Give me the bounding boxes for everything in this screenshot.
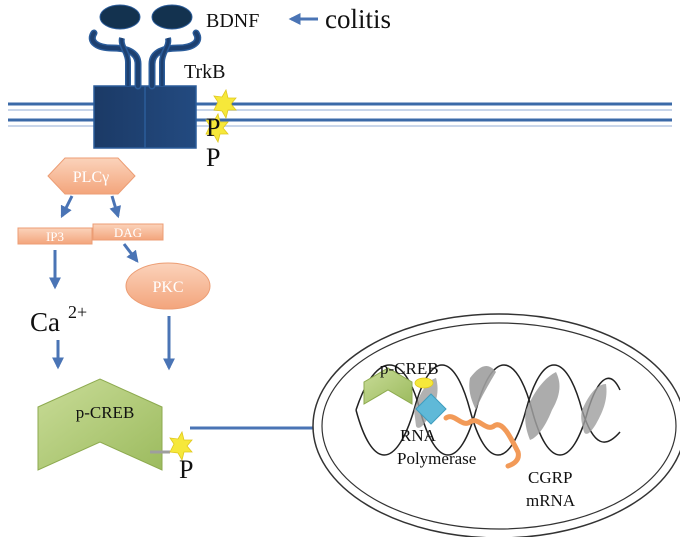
rna-label: RNA [400, 426, 437, 445]
arrow-plc-ip3 [60, 195, 74, 219]
pkc-node: PKC [125, 262, 211, 310]
bdnf-ligand-left [99, 4, 141, 30]
ca-superscript: 2+ [68, 302, 87, 322]
colitis-label: colitis [325, 4, 391, 34]
ca-label: Ca [30, 307, 60, 337]
plc-label: PLCγ [73, 169, 109, 186]
rna-polymerase [415, 393, 447, 425]
phospho-label-1: P [206, 113, 220, 142]
phospho-burst-receptor-2 [205, 112, 229, 144]
mrna-label: mRNA [526, 491, 576, 510]
trkb-receptor [88, 4, 202, 149]
mrna-strand [443, 414, 521, 469]
pcreb-nucleus-node [363, 367, 434, 405]
calcium-label: Ca 2+ [30, 302, 87, 337]
phospho-cyto-label: P [179, 455, 193, 484]
phospho-burst-receptor-1 [213, 88, 237, 120]
dag-node: DAG [92, 223, 164, 241]
plc-gamma-node: PLCγ [47, 157, 136, 195]
phospho-label-2: P [206, 143, 220, 172]
polymerase-label: Polymerase [397, 449, 476, 468]
trkb-label: TrkB [184, 61, 226, 83]
arrow-dag-pkc [122, 243, 139, 263]
phospho-burst-cytoplasm [169, 430, 193, 462]
pcreb-cytoplasm-node: p-CREB [37, 378, 163, 471]
pcreb-nucleus-label: p-CREB [380, 359, 439, 378]
pcreb-cyto-label: p-CREB [76, 403, 135, 422]
ip3-label: IP3 [46, 229, 64, 244]
pkc-label: PKC [152, 279, 183, 296]
arrow-plc-dag [109, 195, 121, 219]
ip3-node: IP3 [17, 227, 93, 245]
cgrp-label: CGRP [528, 468, 572, 487]
bdnf-ligand-right [151, 4, 193, 30]
bdnf-label: BDNF [206, 10, 259, 32]
dag-label: DAG [114, 225, 142, 240]
